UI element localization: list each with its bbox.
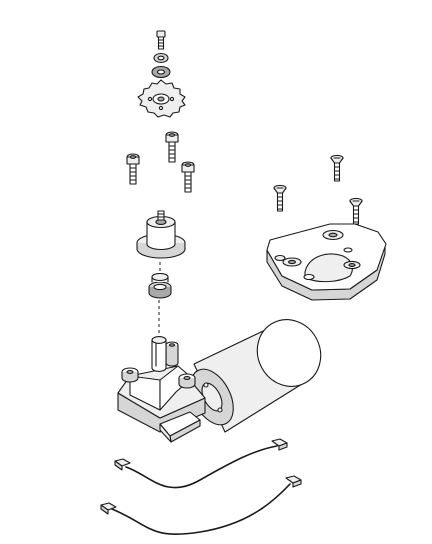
countersunk-screw-icon xyxy=(349,197,363,225)
countersunk-screw-icon xyxy=(330,154,344,182)
socket-screw-icon xyxy=(165,131,179,163)
motor-icon xyxy=(117,319,322,443)
cable-icon xyxy=(114,438,288,489)
collar-icon xyxy=(148,272,172,299)
socket-screw-icon xyxy=(126,153,140,185)
hub-icon xyxy=(136,210,186,259)
lock-washer-icon xyxy=(153,52,169,64)
countersunk-screw-icon xyxy=(273,184,287,212)
bracket-icon xyxy=(266,223,387,301)
sprocket-icon xyxy=(137,79,186,118)
socket-screw-icon xyxy=(181,161,195,193)
flat-washer-icon xyxy=(151,65,171,79)
cable-icon xyxy=(100,475,302,536)
top-screw-icon xyxy=(156,30,166,50)
